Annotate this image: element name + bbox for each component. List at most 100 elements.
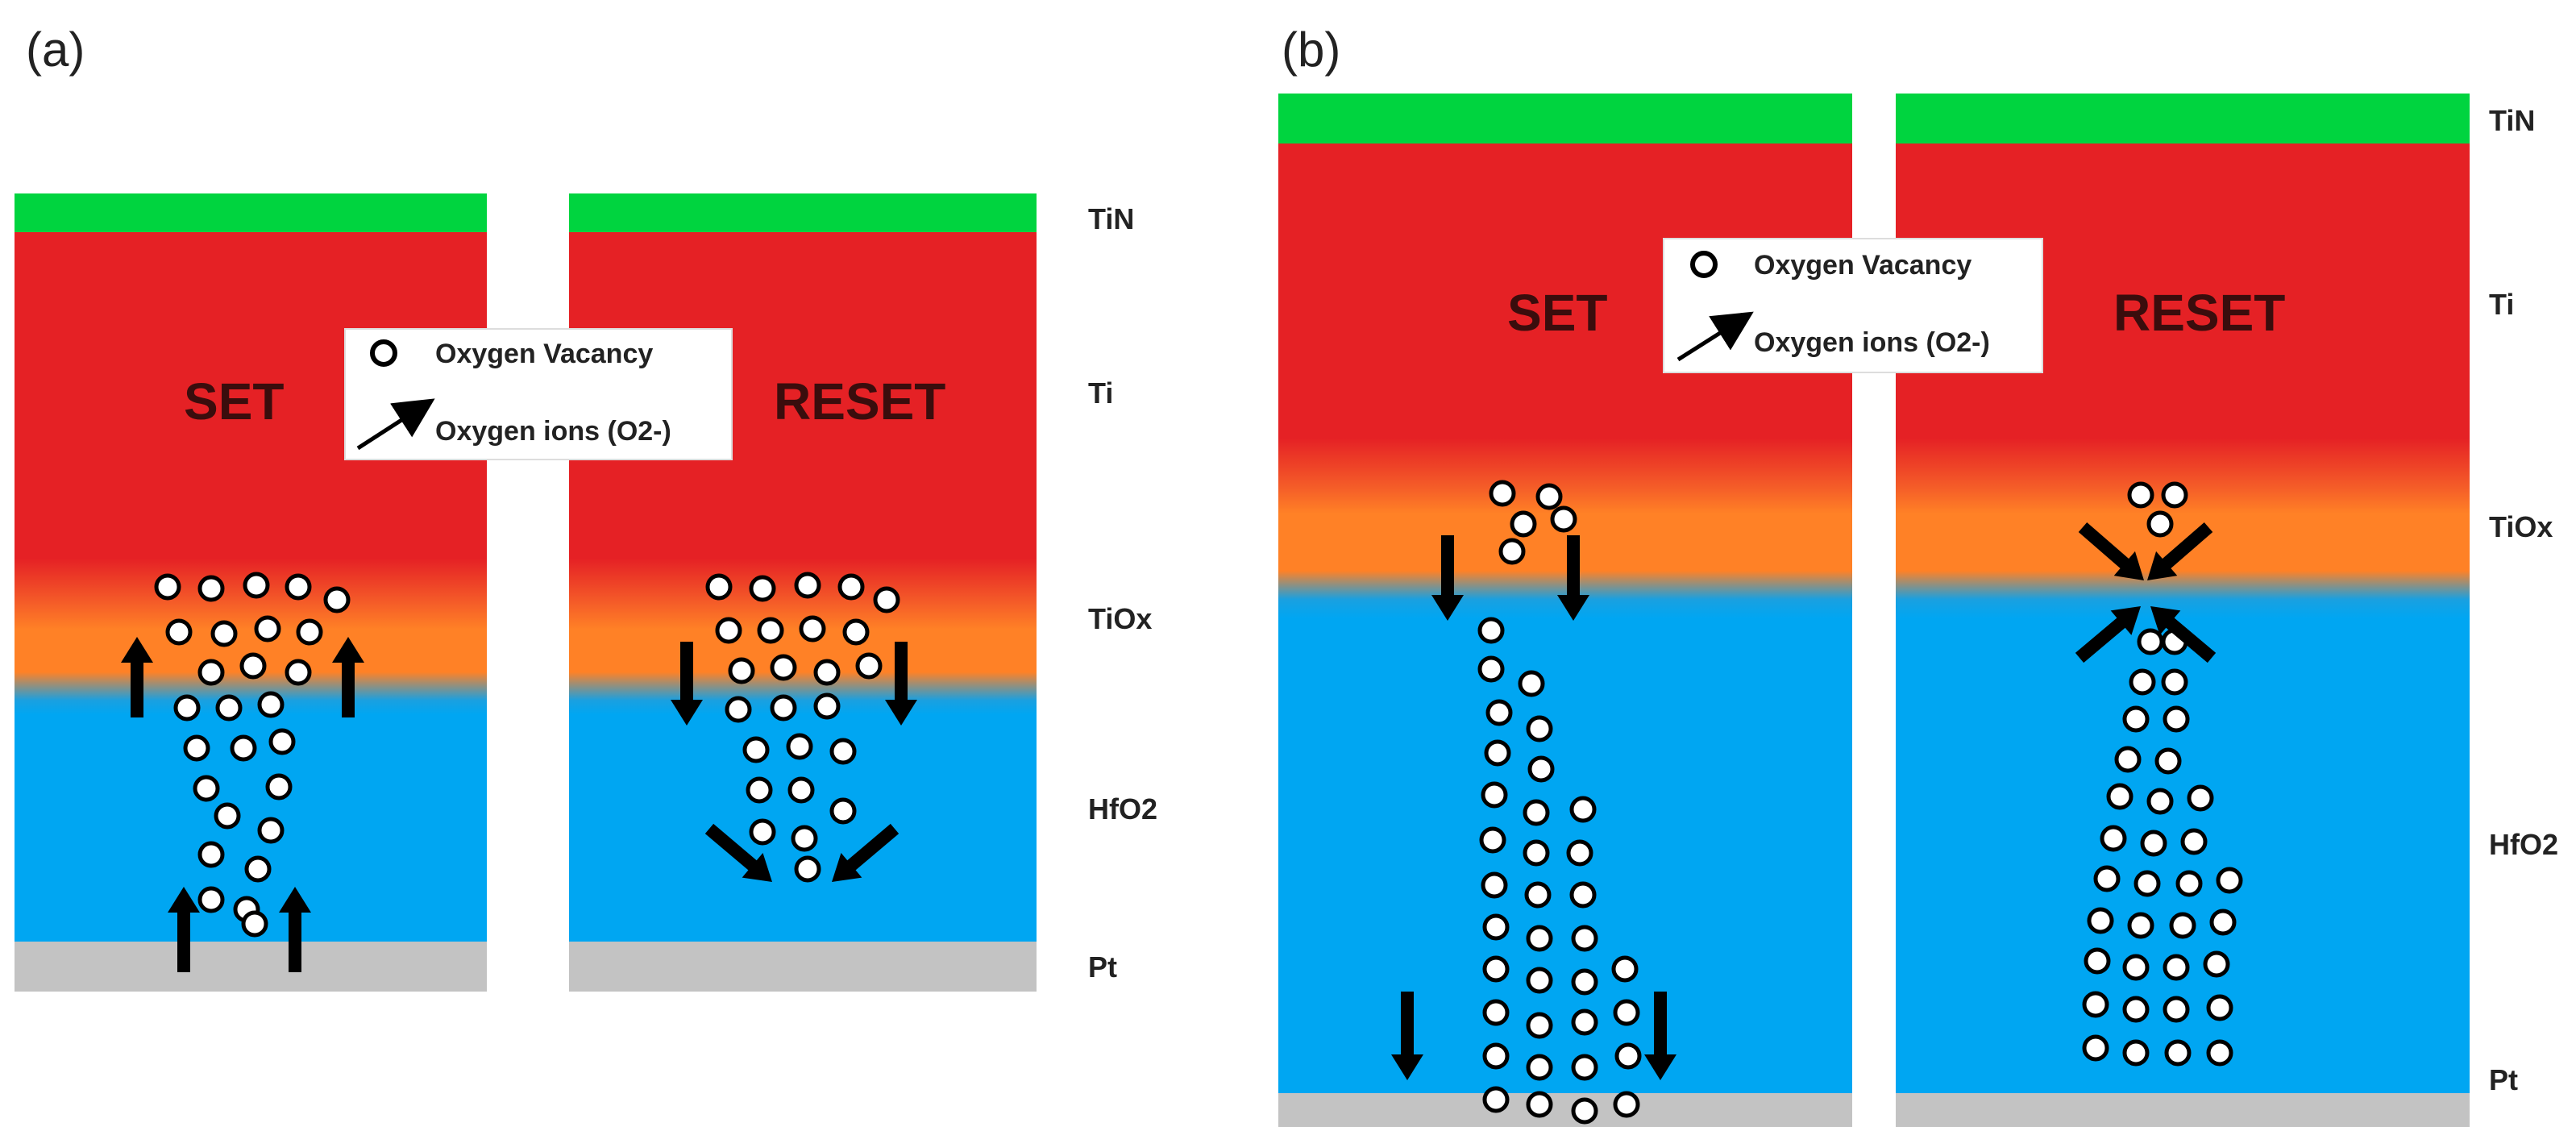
oxygen-vacancy-icon (829, 797, 857, 825)
oxygen-vacancy-icon (770, 694, 797, 722)
oxygen-ion-arrow-icon (1391, 992, 1423, 1080)
panel-a-layer-ti-label: Ti (1088, 376, 1113, 410)
oxygen-vacancy-icon (1571, 1054, 1598, 1081)
oxygen-vacancy-icon (296, 618, 323, 646)
oxygen-vacancy-icon (837, 573, 865, 601)
panel-b-layer-hfo2-label: HfO2 (2489, 828, 2558, 861)
oxygen-vacancy-icon (2161, 481, 2188, 509)
oxygen-vacancy-icon (1569, 881, 1597, 909)
panel-b-layer-pt-label: Pt (2489, 1063, 2518, 1096)
panel-b-layer-tin-label: TiN (2489, 104, 2535, 137)
oxygen-vacancy-icon (1571, 1008, 1598, 1036)
oxygen-ion-arrow-icon (2078, 522, 2144, 580)
oxygen-vacancy-icon (813, 692, 841, 720)
oxygen-vacancy-icon (1498, 538, 1526, 565)
oxygen-vacancy-icon (2187, 784, 2214, 812)
oxygen-vacancy-icon (2206, 994, 2233, 1021)
panel-b: (b) SET RESET Oxygen Vacancy Oxygen ions… (1278, 23, 2558, 1127)
oxygen-vacancy-icon (265, 773, 293, 801)
oxygen-vacancy-icon (1518, 670, 1545, 697)
oxygen-ion-arrow-icon (332, 637, 364, 717)
oxygen-vacancy-icon (2161, 668, 2188, 696)
oxygen-vacancy-icon (1523, 839, 1550, 867)
oxygen-vacancy-icon (725, 696, 752, 723)
oxygen-vacancy-icon (2122, 954, 2150, 981)
oxygen-vacancy-icon (254, 615, 281, 643)
oxygen-vacancy-icon (1481, 781, 1508, 809)
oxygen-vacancy-icon (2209, 909, 2237, 936)
oxygen-vacancy-icon (2169, 912, 2196, 939)
panel-b-layer-labels: TiN Ti TiOx HfO2 Pt (2489, 104, 2558, 1096)
oxygen-vacancy-icon (2100, 825, 2127, 852)
panel-a-label: (a) (26, 23, 85, 77)
panel-a-layer-labels: TiN Ti TiOx HfO2 Pt (1088, 202, 1157, 984)
oxygen-vacancy-icon (715, 617, 742, 644)
oxygen-ion-arrow-icon (279, 887, 311, 972)
oxygen-vacancy-icon (855, 652, 883, 680)
oxygen-vacancy-icon (1526, 1012, 1553, 1039)
oxygen-vacancy-icon (2122, 705, 2150, 733)
oxygen-ion-arrow-icon (832, 823, 900, 882)
panel-b-reset-vacancies (2082, 481, 2243, 1067)
oxygen-vacancy-icon (197, 841, 225, 868)
panel-a-layer-tiox-label: TiOx (1088, 602, 1152, 635)
oxygen-vacancy-icon (2146, 788, 2174, 815)
oxygen-ion-arrow-icon (704, 823, 772, 882)
oxygen-vacancy-icon (1482, 1086, 1510, 1113)
oxygen-vacancy-icon (244, 855, 272, 883)
oxygen-ion-arrow-icon (885, 642, 917, 726)
oxygen-vacancy-icon (1613, 1091, 1640, 1118)
oxygen-vacancy-icon (2134, 870, 2161, 897)
panel-b-set-pt-layer (1278, 1093, 1852, 1127)
oxygen-vacancy-icon (2140, 830, 2167, 857)
oxygen-vacancy-icon (241, 910, 268, 938)
oxygen-ion-arrow-icon (168, 887, 200, 972)
oxygen-vacancy-icon (197, 886, 225, 913)
oxygen-vacancy-icon (813, 659, 841, 686)
oxygen-vacancy-icon (2163, 705, 2190, 733)
oxygen-vacancy-icon (2129, 668, 2156, 696)
oxygen-ion-arrow-icon (2147, 522, 2213, 580)
panel-b-reset-title: RESET (2113, 284, 2285, 342)
panel-b-set-vacancies (1477, 480, 1642, 1125)
oxygen-vacancy-icon (749, 818, 776, 846)
oxygen-vacancy-icon (2127, 481, 2154, 509)
oxygen-vacancy-icon (1526, 925, 1553, 952)
oxygen-vacancy-icon (2216, 867, 2243, 894)
oxygen-vacancy-icon (2180, 828, 2208, 855)
oxygen-vacancy-icon (2114, 746, 2142, 773)
oxygen-vacancy-icon (1482, 1042, 1510, 1070)
panel-b-label: (b) (1282, 23, 1340, 77)
panel-a-set-title: SET (184, 372, 284, 430)
oxygen-vacancy-icon (257, 691, 285, 718)
oxygen-vacancy-icon (154, 573, 181, 601)
panel-a-legend: Oxygen Vacancy Oxygen ions (O2-) (344, 328, 733, 460)
panel-b-legend-ions-label: Oxygen ions (O2-) (1754, 327, 1990, 358)
oxygen-vacancy-icon (1526, 1054, 1553, 1081)
oxygen-vacancy-icon (2163, 954, 2190, 981)
panel-b-layer-ti-label: Ti (2489, 288, 2514, 321)
oxygen-vacancy-icon (1482, 999, 1510, 1026)
oxygen-vacancy-icon (1482, 955, 1510, 983)
oxygen-vacancy-icon (2082, 1034, 2109, 1062)
oxygen-vacancy-icon (1489, 480, 1516, 507)
oxygen-vacancy-icon (1481, 871, 1508, 899)
oxygen-vacancy-icon (173, 694, 201, 722)
oxygen-vacancy-icon (165, 618, 193, 646)
panel-a-layer-hfo2-label: HfO2 (1088, 792, 1157, 825)
oxygen-vacancy-icon (829, 738, 857, 765)
oxygen-vacancy-icon (842, 618, 870, 646)
oxygen-vacancy-icon (1510, 510, 1537, 538)
oxygen-vacancy-icon (746, 776, 773, 804)
oxygen-vacancy-icon (794, 572, 821, 599)
panel-b-set-title: SET (1507, 284, 1607, 342)
panel-b-legend-vacancy-label: Oxygen Vacancy (1754, 250, 1971, 281)
oxygen-vacancy-icon (215, 694, 243, 722)
oxygen-vacancy-icon (2084, 947, 2111, 975)
oxygen-vacancy-icon (1526, 1091, 1553, 1118)
panel-a-layer-pt-label: Pt (1088, 950, 1117, 984)
oxygen-vacancy-icon (1484, 739, 1511, 767)
oxygen-vacancy-icon (1613, 999, 1640, 1026)
oxygen-vacancy-icon (2082, 991, 2109, 1018)
oxygen-vacancy-icon (1569, 796, 1597, 823)
